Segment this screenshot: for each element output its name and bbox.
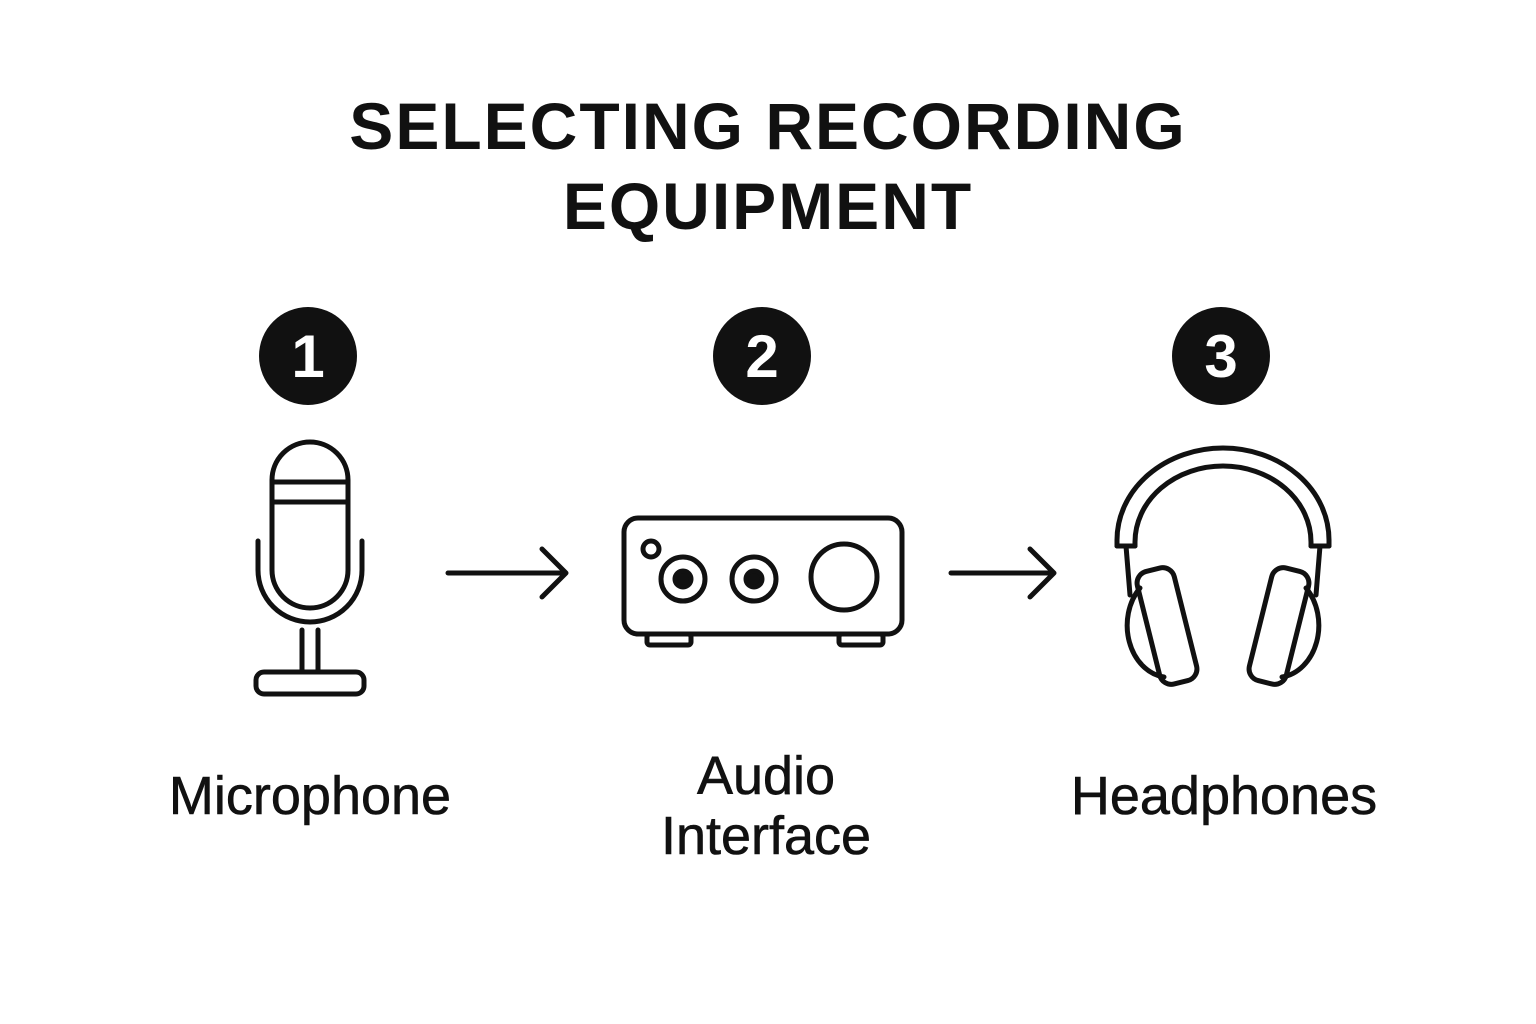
title-line-2: EQUIPMENT <box>562 169 974 243</box>
microphone-icon <box>253 439 367 697</box>
headphones-icon <box>1114 445 1332 687</box>
step-2-number: 2 <box>745 322 779 390</box>
step-1-label: Microphone <box>110 766 510 827</box>
step-2-label-line-1: Audio <box>696 746 836 807</box>
arrow-right-icon <box>445 546 569 600</box>
step-2-label-line-2: Interface <box>660 806 872 867</box>
step-2-badge: 2 <box>713 307 811 405</box>
step-2-label: Audio Interface <box>566 746 966 867</box>
step-1-badge: 1 <box>259 307 357 405</box>
step-1-number: 1 <box>291 322 325 390</box>
step-3-label-line-1: Headphones <box>1070 766 1378 827</box>
step-3-number: 3 <box>1204 322 1238 390</box>
step-3-label: Headphones <box>1024 766 1424 827</box>
title-line-1: SELECTING RECORDING <box>349 89 1187 163</box>
page-title: SELECTING RECORDING EQUIPMENT <box>0 86 1536 246</box>
step-3-badge: 3 <box>1172 307 1270 405</box>
step-1-label-line-1: Microphone <box>168 766 452 827</box>
arrow-right-icon <box>948 546 1057 600</box>
audio-interface-icon <box>621 515 905 648</box>
